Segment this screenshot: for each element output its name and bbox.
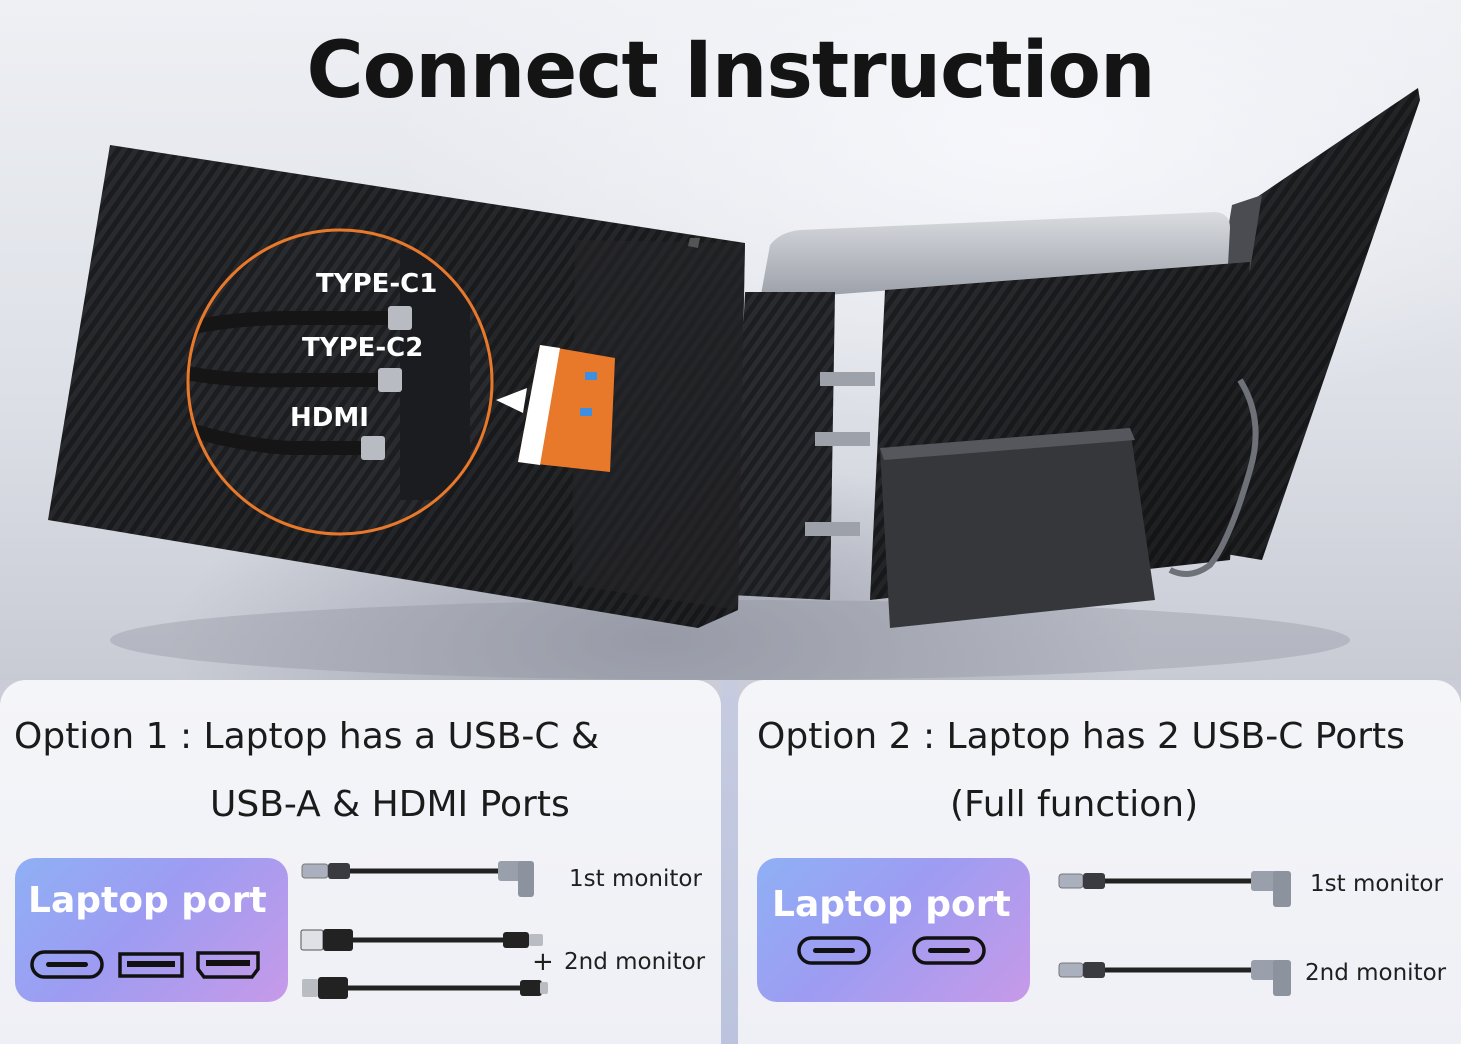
- option2-cable-1-usbc-angled: [1058, 871, 1291, 907]
- hinge-assembly: [730, 292, 875, 600]
- option2-cables: [1058, 871, 1291, 996]
- option1-laptop-port-card: Laptop port: [15, 858, 288, 1002]
- option1-1st-monitor-label: 1st monitor: [569, 866, 702, 892]
- option1-plus-sign: +: [532, 947, 554, 977]
- callout-pointer: [496, 388, 527, 413]
- option2-1st-monitor-label: 1st monitor: [1310, 871, 1443, 897]
- side-cable: [1168, 378, 1259, 577]
- page-title: Connect Instruction: [306, 26, 1155, 116]
- option2-heading-line2: (Full function): [950, 784, 1199, 825]
- option2-2nd-monitor-label: 2nd monitor: [1305, 960, 1447, 986]
- kickstand: [880, 428, 1155, 628]
- callout-hdmi: HDMI: [290, 403, 369, 433]
- option2-cable-2-usbc-angled: [1058, 960, 1291, 996]
- callout-type-c1: TYPE-C1: [316, 269, 437, 299]
- callout-type-c2: TYPE-C2: [302, 333, 423, 363]
- option2-laptop-port-card: Laptop port: [757, 858, 1030, 1002]
- option2-card-title: Laptop port: [772, 884, 1011, 925]
- option1-card-title: Laptop port: [28, 880, 267, 921]
- hdmi-port-icon: [196, 951, 260, 979]
- laptop-lid: [760, 212, 1230, 300]
- option1-cable-hdmi-to-usbc: [302, 977, 548, 999]
- option1-cable-usba-to-usbc: [300, 929, 543, 951]
- option1-heading-line2: USB-A & HDMI Ports: [210, 784, 570, 825]
- usb-c-port-1-icon: [797, 936, 871, 965]
- option2-port-icons: [797, 936, 986, 965]
- floor-shadow: [110, 600, 1350, 680]
- spec-sticker: [518, 345, 615, 472]
- option1-cable-usbc-to-usbc-angled: [301, 861, 534, 897]
- option2-heading-line1: Option 2 : Laptop has 2 USB-C Ports: [757, 716, 1405, 757]
- product-illustration: TYPE-C1 TYPE-C2 HDMI: [48, 88, 1420, 680]
- panel-divider: [721, 680, 738, 1044]
- option1-port-icons: [30, 950, 260, 979]
- option1-heading-line1: Option 1 : Laptop has a USB-C &: [14, 716, 600, 757]
- usb-a-port-icon: [118, 952, 184, 978]
- usb-c-port-2-icon: [912, 936, 986, 965]
- option1-2nd-monitor-label: 2nd monitor: [564, 949, 706, 975]
- option1-cables: [300, 861, 548, 999]
- port-callout: TYPE-C1 TYPE-C2 HDMI: [186, 228, 494, 536]
- usb-c-port-icon: [30, 950, 104, 979]
